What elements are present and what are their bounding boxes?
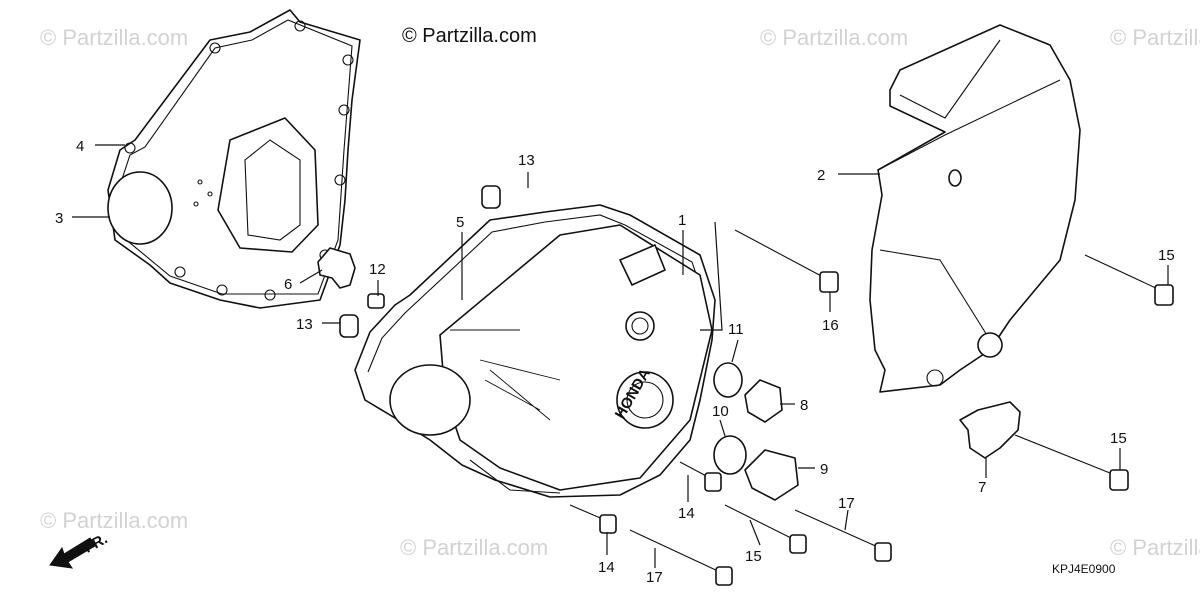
watermark-group: © Partzilla.com © Partzilla.com © Partzi…: [40, 25, 1200, 560]
clip-6: [317, 247, 356, 289]
callout-16: 16: [822, 317, 839, 334]
watermark: © Partzilla.com: [400, 535, 548, 560]
callout-13: 13: [296, 316, 313, 333]
callout-7: 7: [978, 479, 986, 496]
watermark: © Partzilla.com: [40, 508, 188, 533]
partzilla-watermark: © Partzilla.com: [402, 25, 537, 47]
bolt-12: [367, 293, 385, 309]
leader-lines: [72, 144, 1169, 568]
callout-3: 3: [55, 210, 63, 227]
diagram-code: KPJ4E0900: [1052, 562, 1116, 576]
callout-12: 12: [369, 261, 386, 278]
gasket-plate: [107, 9, 361, 309]
callout-15: 15: [1158, 247, 1175, 264]
callout-6: 6: [284, 276, 292, 293]
front-label: FR.: [81, 530, 110, 556]
callout-13: 13: [518, 152, 535, 169]
callouts: 4 3 2 5 1 6 13 12 13 11 10 8 9 7 16 15 1…: [55, 138, 1175, 586]
clip-7: [959, 401, 1021, 459]
watermark: © Partzilla.com: [40, 25, 188, 50]
callout-2: 2: [817, 167, 825, 184]
callout-11: 11: [728, 321, 744, 338]
front-arrow: FR.: [49, 530, 110, 569]
callout-10: 10: [712, 403, 729, 420]
watermark: © Partzilla.com: [1110, 25, 1200, 50]
plugs: [744, 379, 799, 501]
dowel-13: [339, 185, 501, 338]
callout-17: 17: [646, 569, 663, 586]
sprocket-cover: [869, 24, 1081, 393]
crankcase-cover: [354, 204, 716, 498]
callout-14: 14: [598, 559, 615, 576]
bolts: [569, 229, 1174, 586]
callout-8: 8: [800, 397, 808, 414]
callout-1: 1: [678, 212, 686, 229]
watermark: © Partzilla.com: [760, 25, 908, 50]
callout-17: 17: [838, 495, 855, 512]
callout-14: 14: [678, 505, 695, 522]
callout-5: 5: [456, 214, 464, 231]
callout-15: 15: [745, 548, 762, 565]
callout-4: 4: [76, 138, 84, 155]
o-rings: [713, 362, 747, 475]
callout-9: 9: [820, 461, 828, 478]
callout-15: 15: [1110, 430, 1127, 447]
watermark: © Partzilla.com: [1110, 535, 1200, 560]
